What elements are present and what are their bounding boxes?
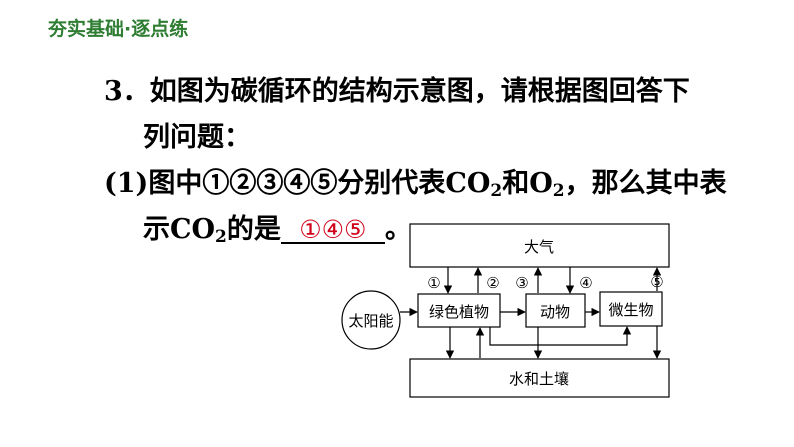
marker-4: ④ [579, 274, 592, 292]
section-header: 夯实基础·逐点练 [48, 18, 189, 40]
marker-2: ② [486, 274, 499, 292]
question-part1-line: (1)图中①②③④⑤分别代表CO2和O2，那么其中表 [104, 170, 727, 200]
part1-text-a: 图中①②③④⑤分别代表CO [148, 168, 491, 199]
part1-text-c: ，那么其中表 [564, 168, 727, 199]
part1-text-b: 和O [502, 168, 553, 199]
marker-5: ⑤ [650, 273, 663, 291]
animals-box [525, 293, 586, 328]
plants-box [417, 293, 501, 328]
answer-blank: ①④⑤ [280, 217, 385, 244]
sun-label: 太阳能 [348, 312, 393, 330]
question-text-1: 如图为碳循环的结构示意图，请根据图回答下 [149, 76, 690, 107]
answer-line-text-b: 的是 [226, 214, 281, 245]
subscript-2: 2 [490, 181, 503, 201]
question-number: 3． [104, 76, 150, 107]
microbes-box [599, 291, 663, 327]
subscript-2: 2 [552, 181, 565, 201]
soil-label: 水和土壤 [509, 370, 569, 388]
question-stem-line2: 列问题： [143, 122, 251, 153]
answer-line-end: 。 [384, 214, 412, 245]
soil-box [409, 358, 670, 398]
plants-label: 绿色植物 [429, 303, 489, 321]
part-label: (1) [104, 168, 149, 199]
question-stem-line1: 3．如图为碳循环的结构示意图，请根据图回答下 [104, 78, 690, 105]
atmosphere-label: 大气 [524, 238, 554, 256]
marker-3: ③ [515, 274, 528, 292]
animals-label: 动物 [540, 303, 570, 321]
microbes-label: 微生物 [608, 301, 653, 319]
answer-line-text-a: 示CO [143, 214, 216, 245]
arrow-plants-to-microbes [489, 326, 632, 346]
sun-circle [341, 290, 401, 350]
subscript-2: 2 [215, 227, 227, 247]
marker-1: ① [427, 274, 440, 292]
atmosphere-box [409, 223, 670, 268]
